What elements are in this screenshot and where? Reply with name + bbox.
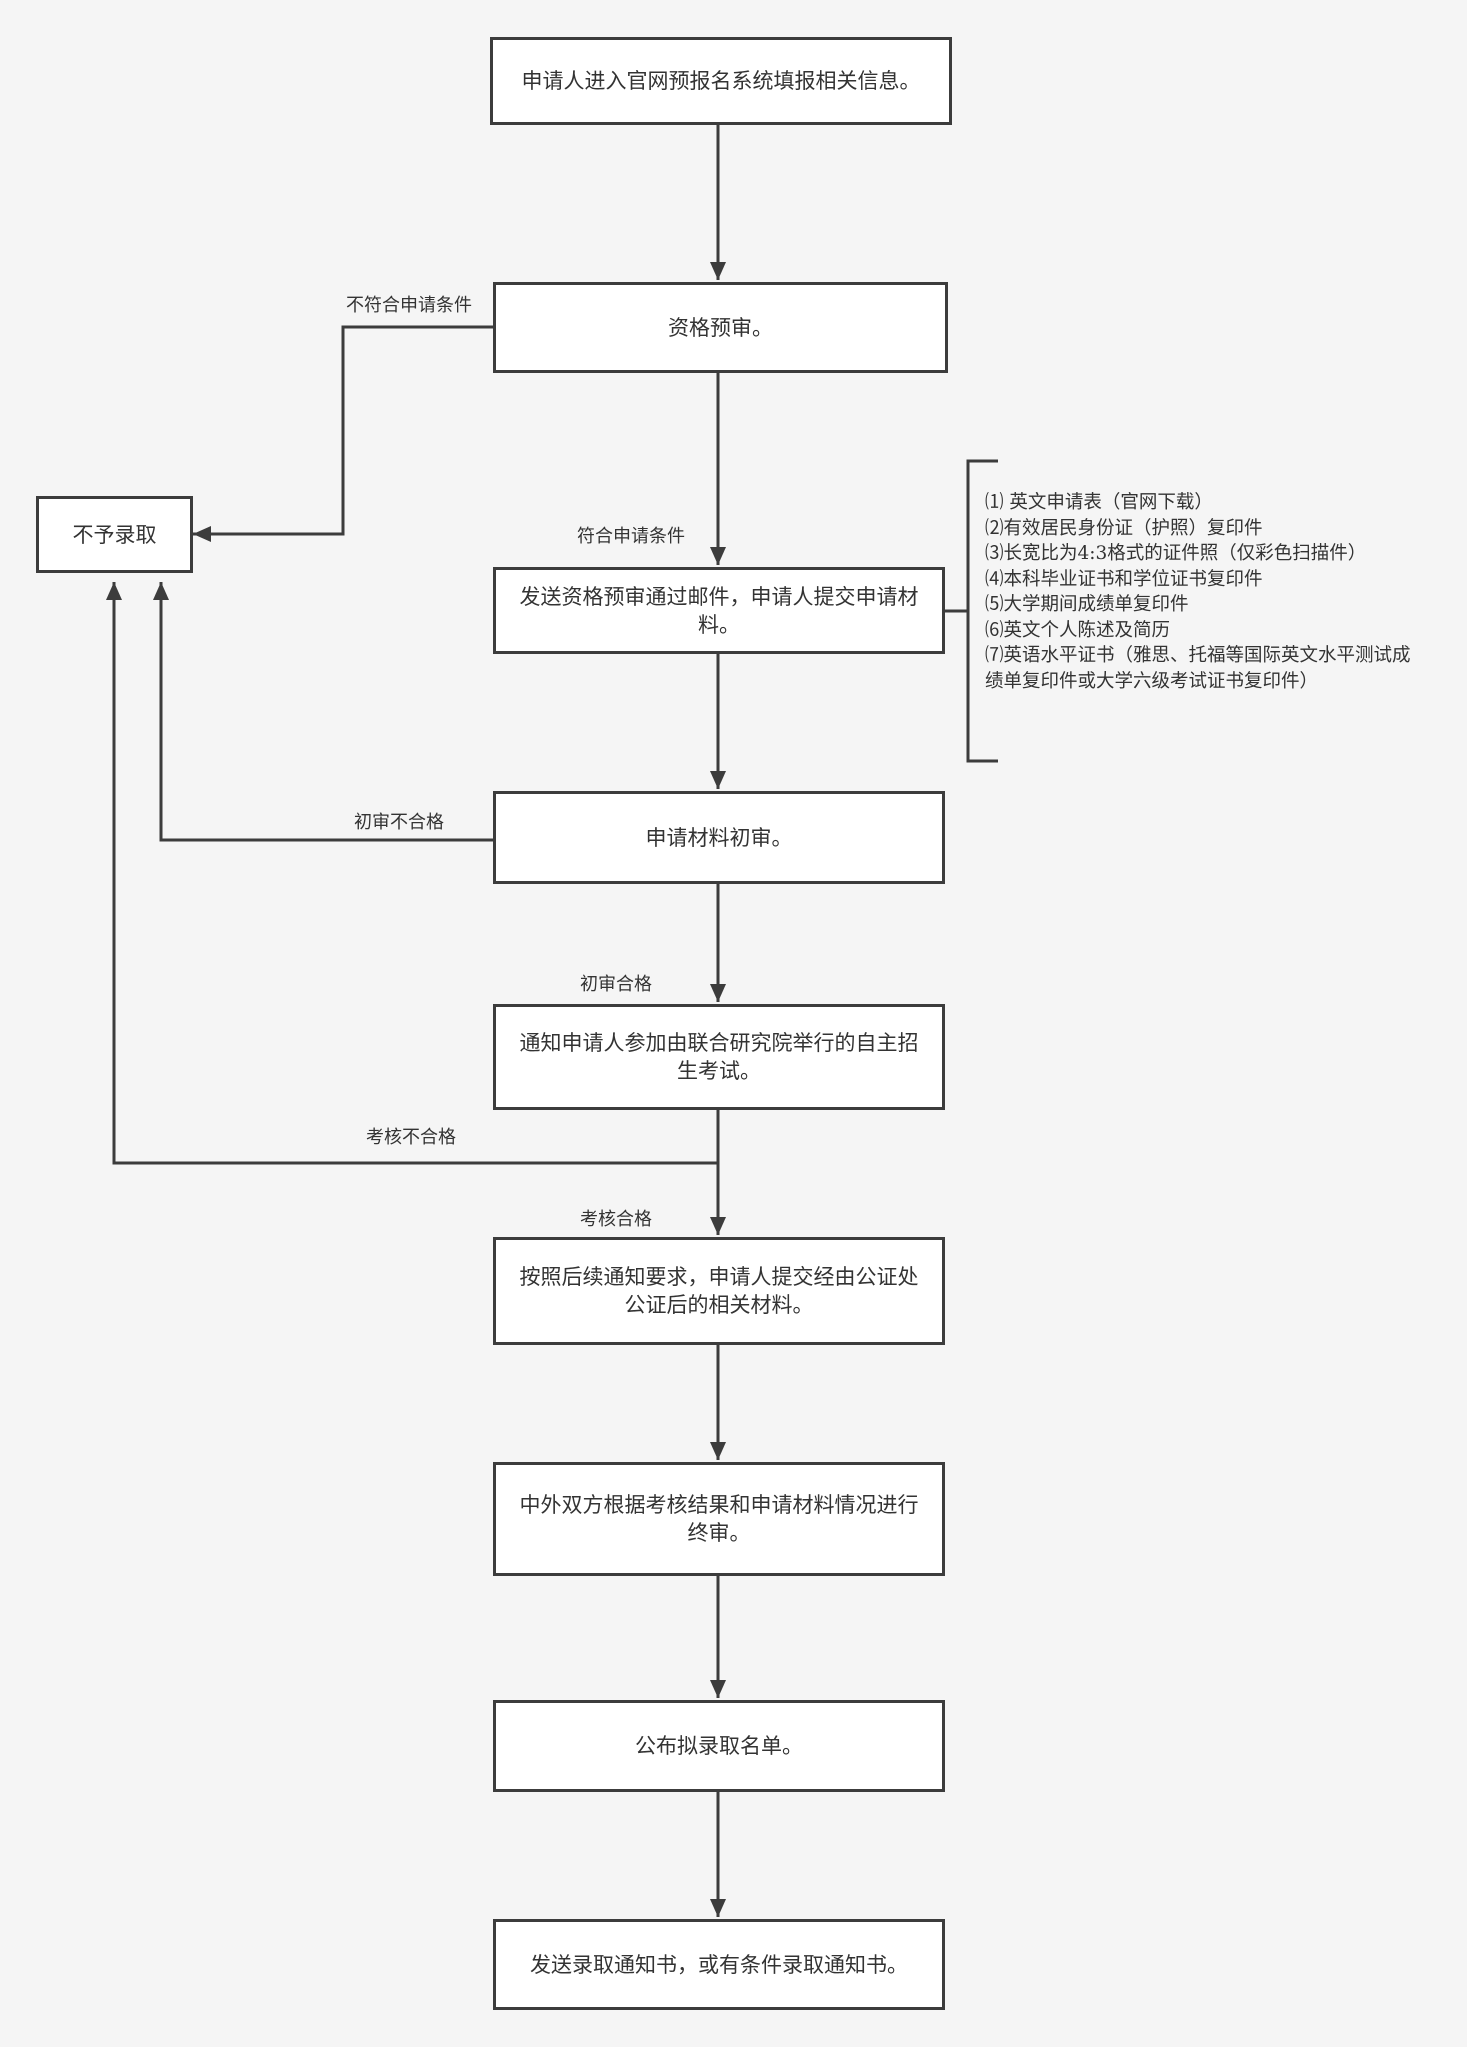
materials-item: ⑵有效居民身份证（护照）复印件 xyxy=(985,517,1263,539)
node-reject: 不予录取 xyxy=(36,496,193,573)
node-exam-notice: 通知申请人参加由联合研究院举行的自主招生考试。 xyxy=(493,1004,945,1110)
node-text: 发送资格预审通过邮件，申请人提交申请材料。 xyxy=(519,584,919,637)
node-notarized-materials: 按照后续通知要求，申请人提交经由公证处公证后的相关材料。 xyxy=(493,1237,945,1345)
materials-item: ⑺英语水平证书（雅思、托福等国际英文水平测试成绩单复印件或大学六级考试证书复印件… xyxy=(985,645,1411,692)
node-send-pass-email: 发送资格预审通过邮件，申请人提交申请材料。 xyxy=(493,567,945,654)
edge-n2-reject xyxy=(193,325,493,542)
label-first-review-fail: 初审不合格 xyxy=(354,812,444,833)
label-not-qualified: 不符合申请条件 xyxy=(346,295,472,316)
materials-item: ⑶长宽比为4:3格式的证件照（仅彩色扫描件） xyxy=(985,543,1367,564)
node-text: 发送录取通知书，或有条件录取通知书。 xyxy=(530,1952,908,1977)
node-text: 申请人进入官网预报名系统填报相关信息。 xyxy=(521,69,921,93)
node-admission-letter: 发送录取通知书，或有条件录取通知书。 xyxy=(493,1919,945,2010)
edge-n5-reject xyxy=(106,582,718,1165)
node-text: 资格预审。 xyxy=(668,315,773,340)
label-exam-pass: 考核合格 xyxy=(580,1209,652,1230)
materials-item: ⑸大学期间成绩单复印件 xyxy=(985,594,1189,615)
node-text: 公布拟录取名单。 xyxy=(635,1734,803,1758)
node-text: 按照后续通知要求，申请人提交经由公证处公证后的相关材料。 xyxy=(519,1265,919,1317)
node-text: 申请材料初审。 xyxy=(645,825,793,850)
node-text: 不予录取 xyxy=(72,522,157,547)
label-first-review-pass: 初审合格 xyxy=(580,974,652,995)
node-final-review: 中外双方根据考核结果和申请材料情况进行终审。 xyxy=(493,1462,945,1576)
node-text: 中外双方根据考核结果和申请材料情况进行终审。 xyxy=(519,1493,919,1545)
node-admission-list: 公布拟录取名单。 xyxy=(493,1700,945,1792)
materials-item: ⑷本科毕业证书和学位证书复印件 xyxy=(985,568,1263,590)
materials-list: ⑴ 英文申请表（官网下载） ⑵有效居民身份证（护照）复印件 ⑶长宽比为4:3格式… xyxy=(985,490,1425,694)
node-first-review: 申请材料初审。 xyxy=(493,791,945,884)
node-qualification-review: 资格预审。 xyxy=(493,282,948,373)
materials-item: ⑹英文个人陈述及简历 xyxy=(985,619,1171,641)
node-text: 通知申请人参加由联合研究院举行的自主招生考试。 xyxy=(519,1031,919,1083)
edge-n4-reject xyxy=(153,582,493,842)
materials-item: ⑴ 英文申请表（官网下载） xyxy=(985,492,1213,513)
node-submit-info: 申请人进入官网预报名系统填报相关信息。 xyxy=(490,37,952,125)
label-exam-fail: 考核不合格 xyxy=(366,1127,456,1148)
label-qualified: 符合申请条件 xyxy=(577,526,685,547)
